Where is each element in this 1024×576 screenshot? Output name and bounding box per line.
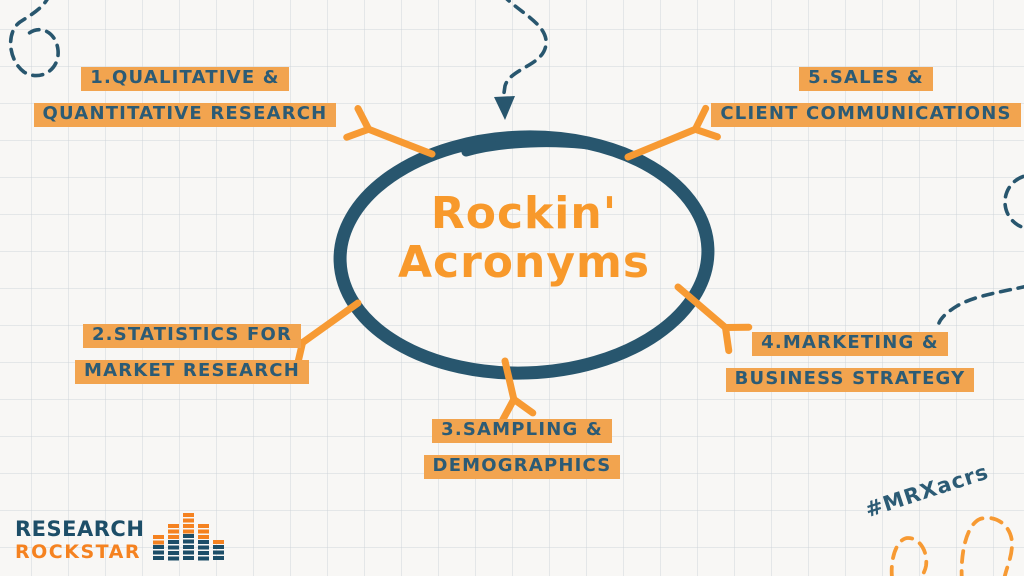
node-label-line: DEMOGRAPHICS	[423, 455, 621, 479]
logo-line-research: RESEARCH	[15, 517, 145, 541]
equalizer-icon	[153, 513, 225, 562]
arrow-to-node-2	[275, 299, 362, 369]
equalizer-bar	[198, 524, 210, 561]
equalizer-bar	[168, 524, 180, 561]
doodle-loop-right	[1003, 174, 1024, 230]
center-oval	[333, 130, 715, 380]
node-label-line: QUANTITATIVE RESEARCH	[33, 103, 337, 127]
arrow-to-node-5	[624, 104, 721, 161]
arrow-to-node-4	[674, 283, 753, 355]
node-sampling-demographics: 3.SAMPLING & DEMOGRAPHICS	[362, 419, 682, 491]
node-marketing-business-strategy: 4.MARKETING & BUSINESS STRATEGY	[690, 332, 1010, 404]
node-label-line: CLIENT COMMUNICATIONS	[711, 103, 1021, 127]
node-label-line: BUSINESS STRATEGY	[725, 368, 975, 392]
equalizer-bar	[213, 540, 225, 561]
center-title: Rockin' Acronyms	[368, 189, 680, 288]
arrow-to-node-1	[343, 105, 436, 158]
logo-wordmark: RESEARCH ROCKSTAR	[15, 519, 144, 562]
logo-line-rockstar: ROCKSTAR	[15, 541, 141, 563]
title-line1: Rockin'	[430, 188, 618, 239]
node-label-line: 1.QUALITATIVE &	[81, 67, 289, 91]
research-rockstar-logo: RESEARCH ROCKSTAR	[15, 513, 225, 562]
node-label-line: 2.STATISTICS FOR	[82, 324, 302, 348]
doodle-orange-bump-left	[889, 536, 929, 576]
node-sales-client-communications: 5.SALES & CLIENT COMMUNICATIONS	[706, 67, 1024, 139]
node-statistics-market-research: 2.STATISTICS FOR MARKET RESEARCH	[32, 324, 352, 396]
node-label-line: 5.SALES &	[799, 67, 933, 91]
doodle-loop-top-left	[8, 0, 60, 78]
equalizer-bar	[183, 513, 195, 561]
equalizer-bar	[153, 535, 165, 561]
arrow-to-node-3	[499, 357, 537, 424]
center-oval-accent	[461, 138, 621, 157]
node-label-line: 3.SAMPLING &	[432, 419, 612, 443]
node-label-line: 4.MARKETING &	[752, 332, 948, 356]
node-qualitative-quantitative-research: 1.QUALITATIVE & QUANTITATIVE RESEARCH	[25, 67, 345, 139]
title-line2: Acronyms	[397, 237, 651, 289]
pointer-arrowhead-icon	[494, 96, 515, 120]
node-label-line: MARKET RESEARCH	[75, 360, 309, 384]
doodle-orange-bump-right	[959, 516, 1014, 576]
doodle-curve-right	[937, 284, 1024, 325]
doodle-squiggle-pointer	[502, 0, 548, 95]
